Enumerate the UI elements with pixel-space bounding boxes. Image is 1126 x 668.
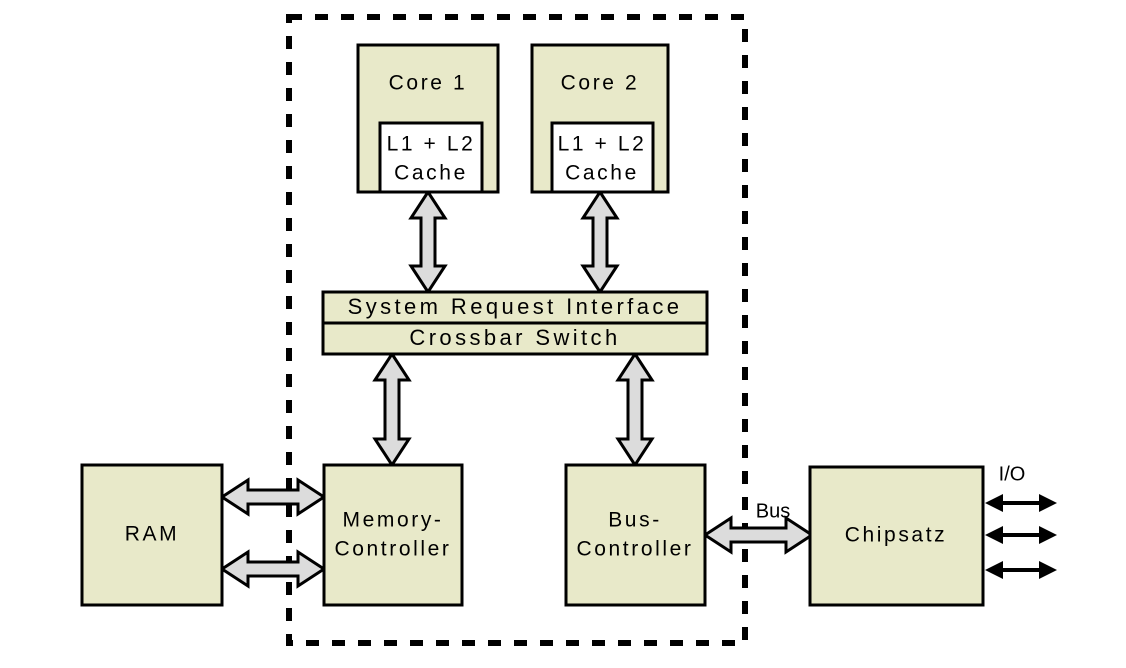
arrow-crossbar-to-bus-controller: [615, 351, 655, 468]
cache-core-2-box: [550, 121, 655, 194]
cache-core-1-line1: L1 + L2: [387, 133, 476, 156]
io-arrow-head: [1039, 526, 1057, 544]
cache-core-1-line2: Cache: [394, 162, 468, 185]
bus-controller-box: [564, 463, 707, 607]
memory-controller-label: Memory-Controller: [334, 508, 451, 560]
cache-core-2-line2: Cache: [565, 162, 639, 185]
io-arrow-3: [985, 561, 1057, 579]
io-arrow-head: [985, 526, 1003, 544]
io-arrow-2: [985, 526, 1057, 544]
io-arrow-group: [985, 494, 1057, 579]
crossbar-switch-label: Crossbar Switch: [409, 325, 620, 350]
io-arrow-1: [985, 494, 1057, 512]
io-label: I/O: [999, 463, 1026, 485]
cache-label-group: L1 + L2 Cache L1 + L2 Cache: [387, 133, 647, 185]
ram-label: RAM: [125, 523, 179, 546]
arrow-ram-memory-controller-lower: [219, 549, 327, 589]
arrow-core1-to-sri: [408, 189, 448, 295]
core-2-label: Core 2: [561, 72, 640, 95]
io-arrow-head: [985, 561, 1003, 579]
io-arrow-head: [1039, 494, 1057, 512]
system-request-interface-label: System Request Interface: [348, 294, 683, 319]
horizontal-arrow-group: [219, 477, 815, 589]
block-label-group: Core 1 Core 2 RAM Memory-Controller Bus-…: [125, 72, 948, 561]
chipsatz-box: [808, 465, 985, 607]
cache-group: [378, 121, 655, 194]
bus-controller-label: Bus-Controller: [576, 508, 693, 560]
ram-box: [80, 463, 224, 607]
chipsatz-label: Chipsatz: [845, 524, 948, 547]
io-arrow-head: [1039, 561, 1057, 579]
crossbar-switch-box: [321, 321, 709, 356]
bus-label: Bus: [756, 500, 790, 522]
arrow-crossbar-to-memory-controller: [372, 351, 412, 468]
annotation-group: Bus I/O: [756, 463, 1026, 522]
bar-label-group: System Request Interface Crossbar Switch: [348, 294, 683, 350]
interface-bar-group: [321, 290, 709, 356]
cpu-die-boundary: [286, 14, 748, 646]
arrow-ram-memory-controller-upper: [219, 477, 327, 517]
core-1-label: Core 1: [389, 72, 468, 95]
cache-core-2-line1: L1 + L2: [558, 133, 647, 156]
cache-core-1-box: [378, 121, 484, 194]
io-arrow-head: [985, 494, 1003, 512]
arrow-bus-controller-chipsatz: [702, 515, 815, 555]
arrow-core2-to-sri: [580, 189, 620, 295]
memory-controller-box: [322, 463, 464, 607]
